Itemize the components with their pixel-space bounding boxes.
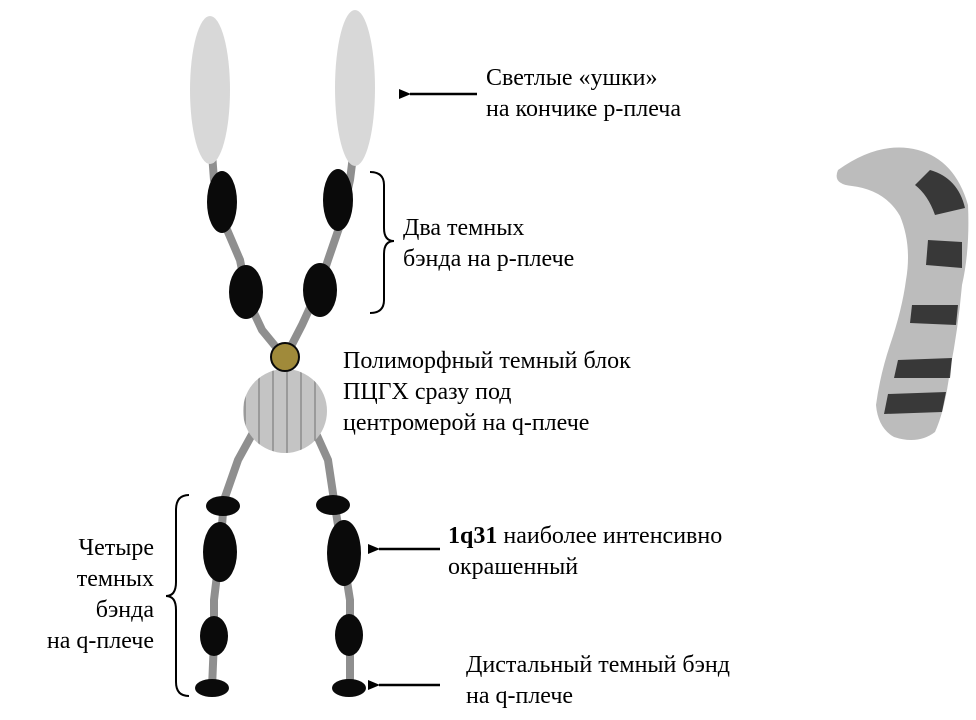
label-light-ears-line2: на кончике р-плеча [486, 94, 681, 125]
p-band-right-2 [303, 263, 337, 317]
label-q-bands: Четыре темных бэнда на q-плече [47, 533, 154, 657]
label-block-line2: ПЦГХ сразу под [343, 377, 631, 408]
p-band-right-1 [323, 169, 353, 231]
q-band-right-3 [335, 614, 363, 656]
q-band-right-2-q31 [327, 520, 361, 586]
label-distal-line1: Дистальный темный бэнд [466, 650, 730, 681]
label-distal-line2: на q-плече [466, 681, 730, 712]
label-p-bands-line1: Два темных [403, 213, 574, 244]
label-block-line3: центромерой на q-плече [343, 408, 631, 439]
brace-q-bands [166, 495, 189, 696]
label-light-ears: Светлые «ушки» на кончике р-плеча [486, 63, 681, 125]
label-q-bands-line2: темных [47, 564, 154, 595]
q-band-right-4 [332, 679, 366, 697]
label-p-bands-line2: бэнда на р-плече [403, 244, 574, 275]
label-heterochromatin-block: Полиморфный темный блок ПЦГХ сразу под ц… [343, 346, 631, 439]
label-1q31-band-id: 1q31 [448, 523, 497, 549]
ear-right [335, 10, 375, 166]
label-1q31-line2: окрашенный [448, 552, 722, 583]
ear-left [190, 16, 230, 164]
brace-p-bands [370, 172, 394, 313]
label-1q31-line1: 1q31 наиболее интенсивно [448, 521, 722, 552]
label-block-line1: Полиморфный темный блок [343, 346, 631, 377]
label-q-bands-line1: Четыре [47, 533, 154, 564]
label-q-bands-line3: бэнда [47, 595, 154, 626]
q-band-left-2 [203, 522, 237, 582]
q-band-right-1 [316, 495, 350, 515]
label-distal-band: Дистальный темный бэнд на q-плече [466, 650, 730, 712]
label-q-bands-line4: на q-плече [47, 626, 154, 657]
label-1q31-line1-rest: наиболее интенсивно [497, 523, 722, 549]
q-band-left-3 [200, 616, 228, 656]
label-light-ears-line1: Светлые «ушки» [486, 63, 681, 94]
heterochromatin-block [243, 369, 327, 453]
centromere [271, 343, 299, 371]
p-band-left-1 [207, 171, 237, 233]
chromosome-micrograph [837, 148, 969, 441]
p-band-left-2 [229, 265, 263, 319]
label-p-bands: Два темных бэнда на р-плече [403, 213, 574, 275]
label-1q31: 1q31 наиболее интенсивно окрашенный [448, 521, 722, 583]
q-band-left-1 [206, 496, 240, 516]
q-arm-bands [195, 495, 366, 697]
q-band-left-4 [195, 679, 229, 697]
